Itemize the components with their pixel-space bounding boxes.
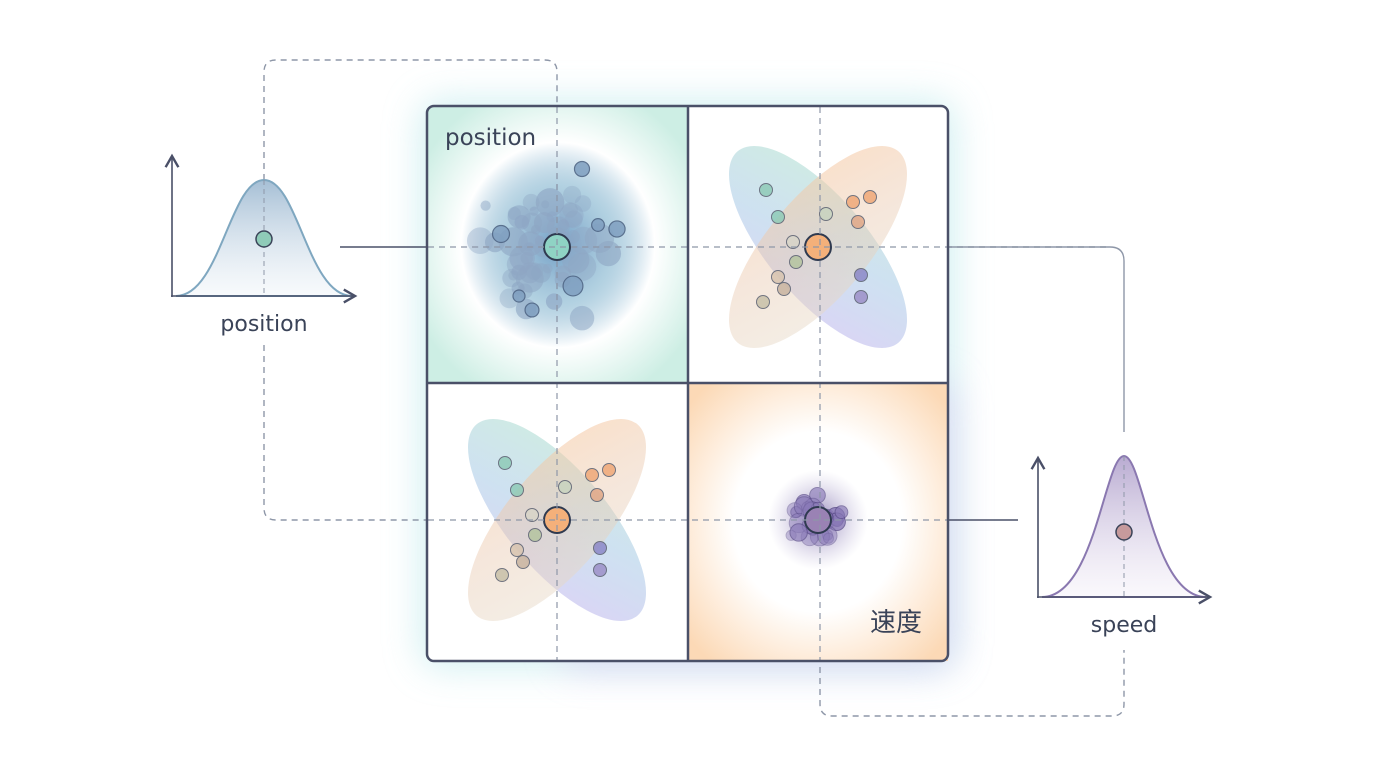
sample-dot — [512, 289, 526, 303]
sample-dot — [516, 555, 530, 569]
panel-label-position: position — [445, 125, 536, 151]
mean-dot — [1115, 523, 1133, 541]
sample-dot — [771, 270, 785, 284]
sample-dot — [498, 456, 512, 470]
sample-dot — [602, 463, 616, 477]
sample-dot — [558, 480, 572, 494]
panel-top-left — [428, 107, 688, 383]
position-axis-label: position — [220, 312, 307, 337]
sample-dot — [756, 295, 770, 309]
sample-dot — [525, 508, 539, 522]
sample-dot — [590, 488, 604, 502]
sample-dot — [522, 193, 540, 211]
sample-dot — [510, 543, 524, 557]
sample-dot — [529, 206, 539, 216]
sample-dot — [491, 224, 511, 244]
sample-dot — [510, 483, 524, 497]
sample-dot — [563, 185, 582, 204]
sample-dot — [846, 195, 860, 209]
sample-dot — [854, 268, 868, 282]
sample-dot — [593, 541, 607, 555]
sample-dot — [789, 255, 803, 269]
sample-dot — [564, 210, 583, 229]
speed-distribution: speed — [1030, 454, 1213, 638]
grid-frame — [425, 104, 950, 663]
sample-dot — [771, 210, 785, 224]
sample-dot — [514, 215, 530, 230]
sample-dot — [786, 235, 800, 249]
sample-dot — [585, 468, 599, 482]
solid-right-corner — [948, 246, 1125, 432]
sample-dot — [567, 252, 597, 281]
position-distribution: position — [164, 153, 358, 337]
mean-dot — [543, 233, 571, 261]
sample-dot — [819, 207, 833, 221]
panel-top-right — [688, 107, 948, 383]
sample-dot — [789, 523, 808, 542]
sample-dot — [569, 305, 595, 331]
sample-dot — [495, 568, 509, 582]
sample-dot — [546, 211, 558, 223]
sample-dot — [528, 528, 542, 542]
speed-axis-label: speed — [1091, 613, 1157, 638]
sample-dot — [559, 203, 584, 228]
sample-dot — [573, 160, 591, 178]
sample-dot — [541, 200, 550, 209]
sample-dot — [533, 212, 555, 234]
sample-dot — [566, 230, 580, 244]
sample-dot — [524, 302, 540, 318]
sample-dot — [593, 563, 607, 577]
sample-dot — [854, 290, 868, 304]
sample-dot — [591, 218, 605, 232]
sample-dot — [545, 293, 563, 310]
panel-bottom-left — [428, 383, 688, 661]
sample-dot — [863, 190, 877, 204]
sample-dot — [480, 200, 491, 211]
sample-dot — [584, 223, 615, 253]
panel-bottom-right — [688, 383, 948, 661]
sample-dot — [608, 220, 626, 238]
sample-dot — [851, 215, 865, 229]
sample-dot — [777, 282, 791, 296]
sample-dot — [574, 195, 592, 212]
sample-dot — [822, 532, 835, 544]
sample-dot — [508, 270, 519, 281]
sample-dot — [531, 263, 551, 283]
mean-dot — [255, 230, 273, 248]
sample-dot — [759, 183, 773, 197]
sample-dot — [562, 202, 578, 218]
sample-dot — [520, 252, 534, 265]
sample-dot — [834, 505, 849, 520]
panel-label-speed-cjk: 速度 — [870, 608, 922, 638]
sample-dot — [562, 275, 584, 297]
dashed-top-loop — [263, 59, 558, 661]
